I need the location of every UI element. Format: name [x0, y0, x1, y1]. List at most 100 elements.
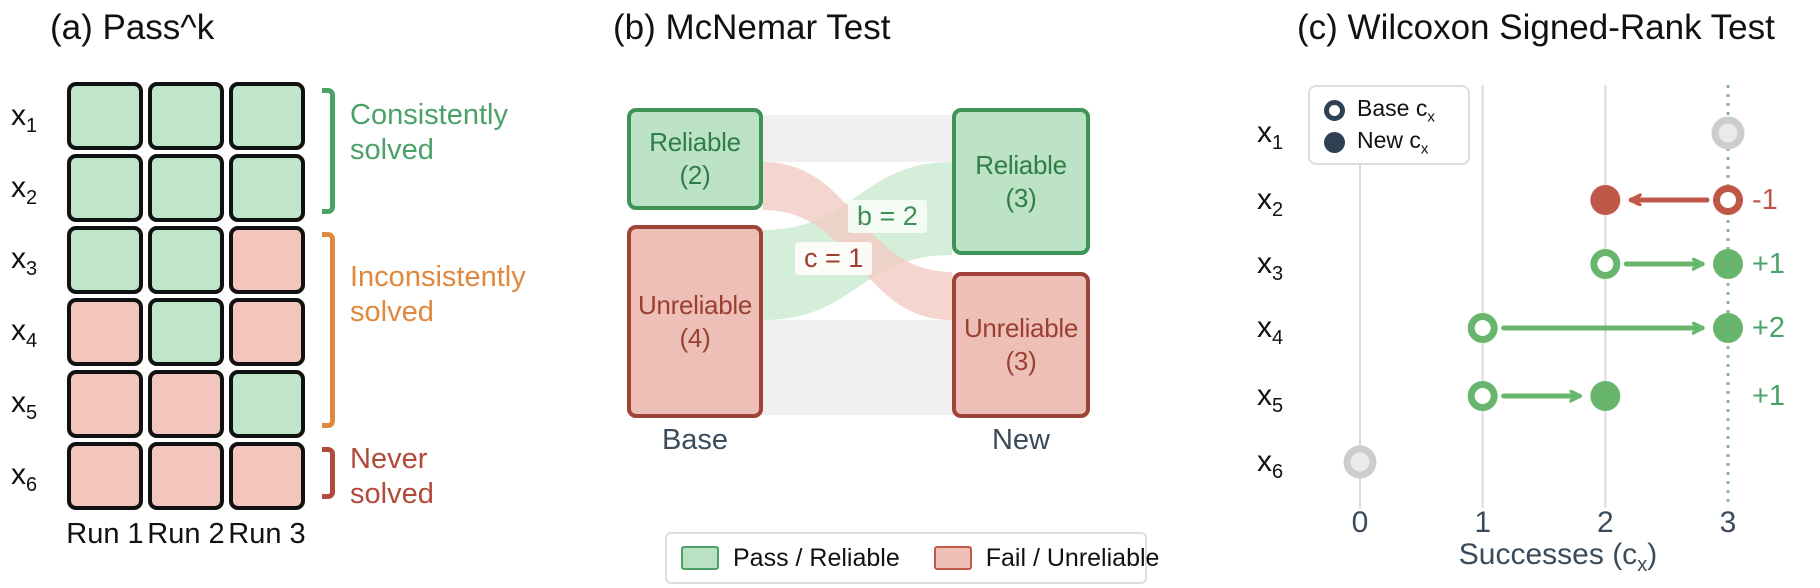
- wilcoxon-row-label: x5: [1256, 379, 1284, 417]
- flow-band-unreliable-unreliable: [760, 320, 955, 415]
- marker-unchanged: [1711, 116, 1745, 150]
- group-label-line: Inconsistently: [350, 261, 526, 293]
- filled-circle-icon: [1324, 131, 1345, 153]
- run-cell-fail: [148, 370, 224, 438]
- diff-label: +1: [1752, 380, 1786, 412]
- legend-base-text: Base c: [1357, 94, 1428, 121]
- diff-label: +1: [1752, 248, 1786, 280]
- group-label-line: solved: [350, 134, 434, 166]
- group-label-never-solved: Never solved: [350, 442, 434, 512]
- box-label: Unreliable: [637, 289, 753, 320]
- column-label-new: New: [991, 424, 1050, 456]
- run-cell-pass: [148, 82, 224, 150]
- run-cell-pass: [67, 226, 143, 294]
- passk-grid: [67, 82, 305, 510]
- column-label-base: Base: [661, 424, 729, 456]
- box-new-reliable: Reliable (3): [952, 108, 1090, 255]
- wilcoxon-axis-label: Successes (cx): [1413, 538, 1703, 577]
- wilcoxon-row-label: x1: [1256, 116, 1284, 154]
- box-base-unreliable: Unreliable (4): [627, 225, 763, 418]
- run-cell-pass: [229, 370, 305, 438]
- diff-label: -1: [1752, 184, 1778, 216]
- wilcoxon-row-label: x6: [1256, 445, 1284, 483]
- pass-swatch-icon: [681, 546, 719, 570]
- flow-label-b: b = 2: [848, 200, 927, 233]
- legend-new-sub: x: [1420, 140, 1429, 158]
- passk-row-label: x4: [10, 314, 38, 352]
- bracket-never-solved: [322, 447, 335, 499]
- marker-base-open: [1590, 249, 1621, 279]
- axis-tick-label: 2: [1596, 506, 1614, 539]
- marker-new-filled: [1590, 185, 1621, 215]
- run-cell-fail: [67, 298, 143, 366]
- axis-tick-label: 1: [1474, 506, 1491, 539]
- marker-base-open: [1467, 313, 1498, 343]
- group-label-line: solved: [350, 478, 434, 510]
- passk-row-label: x1: [10, 99, 38, 137]
- wilcoxon-marks: [1343, 116, 1745, 479]
- group-label-line: Consistently: [350, 99, 508, 131]
- box-count: (3): [1005, 346, 1037, 376]
- bracket-inconsistently-solved: [322, 232, 335, 428]
- wilcoxon-legend: Base cx New cx: [1308, 85, 1470, 165]
- wilcoxon-row-label: x3: [1256, 247, 1284, 285]
- run-cell-fail: [229, 442, 305, 510]
- marker-new-filled: [1590, 381, 1621, 411]
- run-cell-fail: [229, 298, 305, 366]
- group-label-line: solved: [350, 296, 434, 328]
- box-label: Unreliable: [963, 313, 1079, 343]
- axis-label-sub: x: [1637, 554, 1648, 576]
- run-cell-fail: [229, 226, 305, 294]
- legend-pass-label: Pass / Reliable: [733, 543, 900, 572]
- box-count: (3): [1005, 182, 1037, 213]
- legend-row-new: New cx: [1324, 126, 1468, 158]
- run-cell-pass: [148, 298, 224, 366]
- group-label-inconsistently-solved: Inconsistently solved: [350, 260, 526, 330]
- passk-row-label: x3: [10, 242, 38, 280]
- legend-base-sub: x: [1427, 108, 1435, 126]
- legend-base-label: Base cx: [1357, 95, 1435, 126]
- run-column-label: Run 2: [147, 518, 225, 550]
- box-base-reliable: Reliable (2): [627, 108, 763, 210]
- bracket-consistently-solved: [322, 88, 335, 214]
- panel-b-title: (b) McNemar Test: [613, 8, 891, 47]
- box-label: Reliable: [975, 149, 1067, 180]
- run-cell-pass: [67, 154, 143, 222]
- run-column-label: Run 1: [66, 518, 144, 550]
- marker-base-open: [1467, 381, 1498, 411]
- axis-label-text: Successes (c: [1458, 538, 1638, 571]
- axis-tick-label: 3: [1719, 506, 1737, 539]
- run-cell-fail: [67, 442, 143, 510]
- axis-tick-label: 0: [1351, 506, 1369, 539]
- passk-row-label: x2: [10, 171, 38, 209]
- open-circle-icon: [1324, 99, 1345, 121]
- run-cell-pass: [229, 82, 305, 150]
- run-cell-pass: [148, 154, 224, 222]
- passk-row-label: x5: [10, 386, 38, 424]
- run-cell-fail: [148, 442, 224, 510]
- group-label-consistently-solved: Consistently solved: [350, 98, 508, 168]
- legend-new-text: New c: [1357, 126, 1421, 153]
- group-label-line: Never: [350, 443, 428, 475]
- run-cell-pass: [67, 82, 143, 150]
- legend-row-base: Base cx: [1324, 94, 1468, 126]
- run-cell-pass: [148, 226, 224, 294]
- fail-swatch-icon: [933, 546, 972, 570]
- run-cell-pass: [229, 154, 305, 222]
- flow-band-reliable-reliable: [760, 115, 955, 162]
- legend-new-label: New cx: [1357, 127, 1428, 158]
- run-column-label: Run 3: [228, 518, 306, 550]
- wilcoxon-row-label: x4: [1256, 311, 1284, 349]
- marker-unchanged: [1343, 445, 1377, 479]
- flow-band-reliable-to-unreliable: [763, 162, 952, 320]
- diff-label: +2: [1752, 312, 1786, 344]
- panel-a-title: (a) Pass^k: [50, 8, 215, 47]
- marker-new-filled: [1713, 249, 1744, 279]
- marker-new-filled: [1713, 313, 1744, 343]
- wilcoxon-row-label: x2: [1256, 183, 1284, 221]
- passk-row-label: x6: [10, 458, 38, 496]
- legend-fail-label: Fail / Unreliable: [985, 543, 1160, 572]
- box-new-unreliable: Unreliable (3): [952, 272, 1090, 418]
- marker-base-open: [1713, 185, 1744, 215]
- mcnemar-legend: Pass / Reliable Fail / Unreliable: [665, 532, 1159, 584]
